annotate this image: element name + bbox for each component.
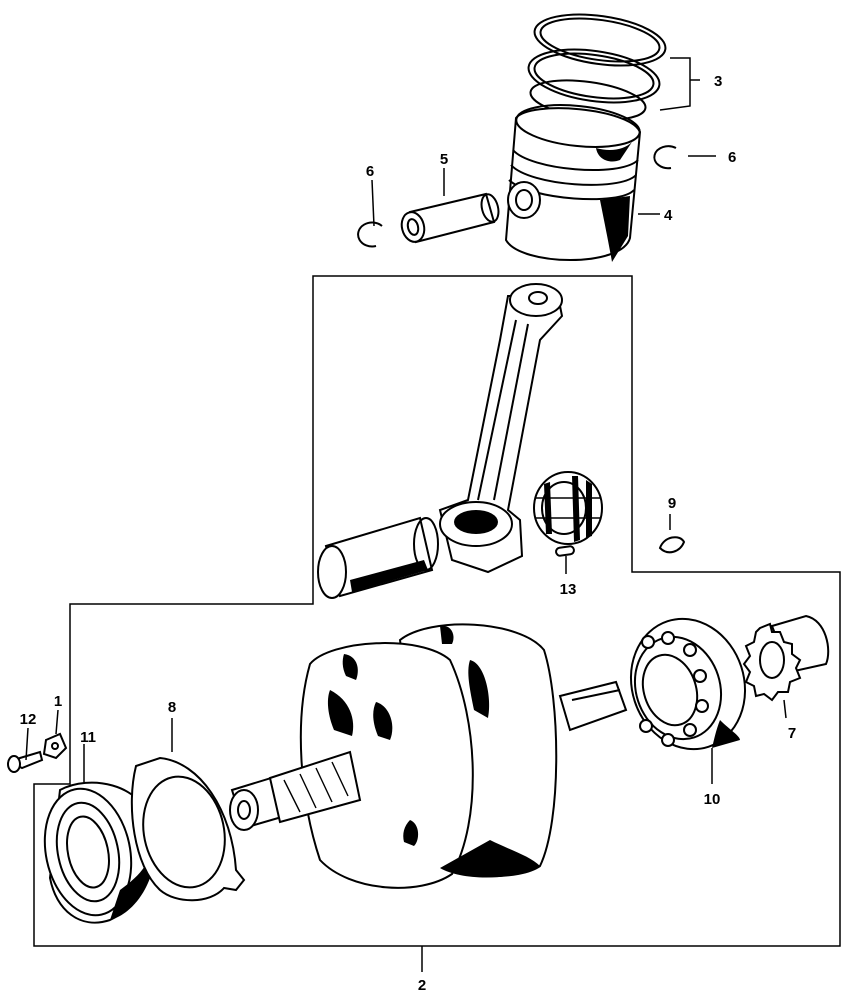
piston-ring-set-drawing xyxy=(527,13,667,121)
callout-10: 10 xyxy=(704,791,721,808)
callout-1: 1 xyxy=(54,693,62,710)
crank-pin-key-drawing xyxy=(555,545,575,557)
callout-2: 2 xyxy=(418,977,426,994)
needle-bearing-drawing xyxy=(533,471,603,545)
oil-seal-retainer-plate-drawing xyxy=(130,756,246,902)
callout-3: 3 xyxy=(714,73,722,90)
callout-5: 5 xyxy=(440,151,448,168)
callout-13: 13 xyxy=(560,581,577,598)
assembly-bracket xyxy=(33,275,841,947)
piston-drawing xyxy=(504,104,642,262)
callout-7: 7 xyxy=(788,725,796,742)
callout-6-right: 6 xyxy=(728,149,736,166)
callout-4: 4 xyxy=(664,207,673,224)
piston-pin-clip-drawings xyxy=(357,145,677,248)
leader-lines xyxy=(25,57,787,972)
left-ball-bearing-drawing xyxy=(43,781,154,924)
callout-9: 9 xyxy=(668,495,676,512)
bolt-drawing xyxy=(7,750,44,773)
connecting-rod-drawing xyxy=(438,283,564,574)
callout-12: 12 xyxy=(20,711,37,728)
callout-11: 11 xyxy=(80,729,96,746)
drive-sprocket-drawing xyxy=(742,614,830,702)
callout-8: 8 xyxy=(168,699,176,716)
callout-labels: 3 4 5 6 6 7 8 9 10 11 12 13 1 2 xyxy=(20,73,797,994)
crankshaft-drawing xyxy=(229,623,628,889)
crank-pin-drawing xyxy=(317,516,439,599)
right-ball-bearing-drawing xyxy=(629,617,747,751)
piston-pin-drawing xyxy=(400,192,500,244)
callout-6-left: 6 xyxy=(366,163,374,180)
woodruff-key-drawing xyxy=(658,536,686,554)
washer-drawing xyxy=(42,732,68,760)
